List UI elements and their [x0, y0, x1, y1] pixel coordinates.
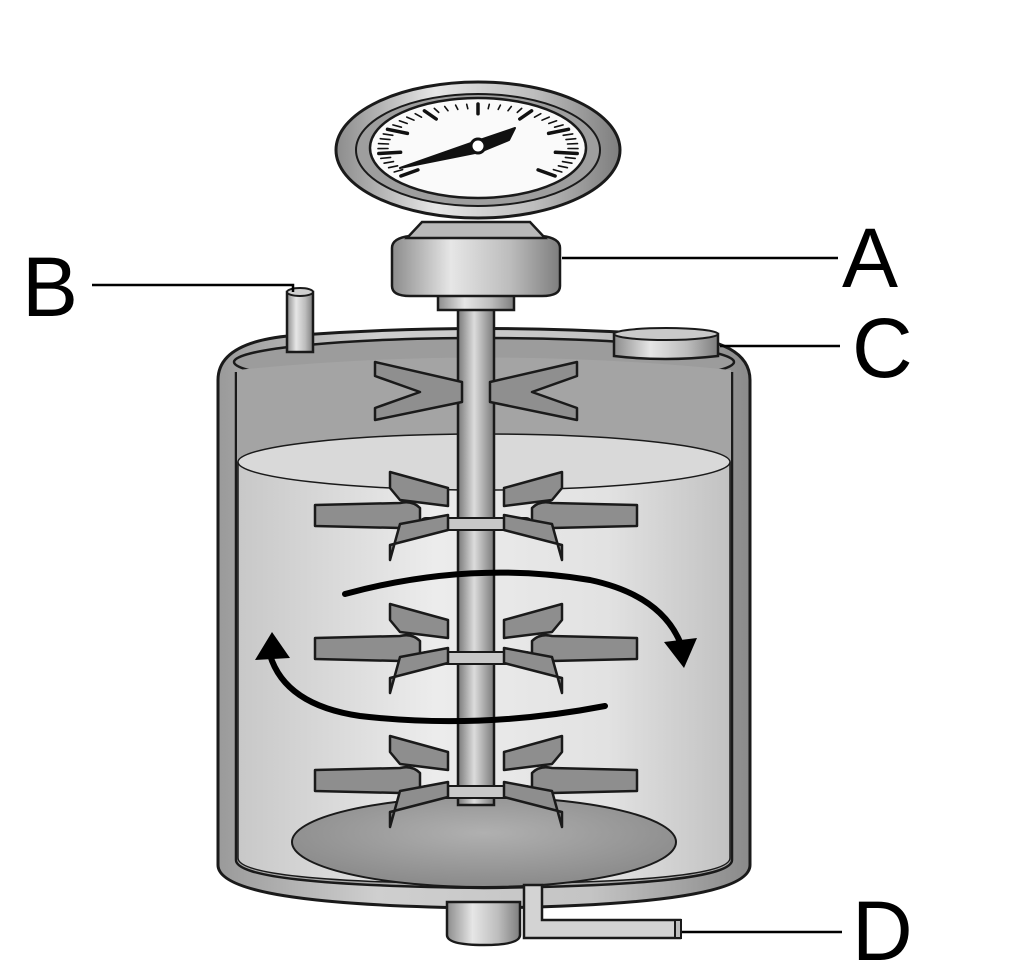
gauge-needle — [399, 127, 516, 169]
impeller-middle — [313, 602, 639, 695]
outlet-pipe-d — [522, 883, 682, 940]
gauge-tick — [385, 127, 410, 136]
gauge-tick — [414, 112, 423, 118]
gauge-tick — [565, 137, 577, 141]
gauge-tick — [379, 137, 391, 141]
gauge-tick — [557, 165, 569, 169]
pressure-gauge-icon — [334, 80, 622, 220]
gauge-tick — [541, 116, 551, 121]
leader-line-b — [92, 283, 295, 292]
gauge-tick — [443, 105, 449, 112]
bottom-drain-pipe — [445, 900, 522, 947]
gauge-tick — [487, 103, 491, 110]
gauge-tick — [553, 150, 579, 156]
gauge-tick — [564, 156, 577, 160]
gauge-tick — [465, 103, 469, 110]
gauge-tick — [387, 165, 399, 169]
gauge-tick — [497, 104, 502, 111]
rotation-arrow-icon — [255, 569, 697, 725]
label-a: A — [842, 211, 898, 305]
gauge-tick — [383, 160, 395, 164]
label-c: C — [852, 301, 913, 395]
gauge-tick — [553, 124, 564, 128]
label-d: D — [852, 884, 913, 975]
gauge-tick — [561, 160, 573, 164]
gauge-tick — [562, 133, 574, 137]
gauge-tick — [379, 156, 392, 160]
gauge-tick — [422, 109, 438, 121]
gauge-tick — [382, 133, 394, 137]
gauge-tick — [399, 168, 420, 178]
leader-lines — [92, 256, 842, 934]
label-b: B — [22, 240, 78, 334]
drive-housing — [390, 220, 562, 312]
gauge-tick — [536, 168, 557, 178]
gauge-tick — [518, 109, 534, 121]
gauge-tick — [392, 124, 403, 128]
gauge-tick — [433, 107, 440, 114]
port-c — [612, 327, 720, 361]
gauge-tick — [552, 168, 563, 173]
gauge-tick — [507, 105, 513, 112]
inlet-pipe-b — [285, 287, 315, 354]
gauge-tick — [393, 168, 404, 173]
gauge-tick — [405, 116, 415, 121]
bottom-disc — [291, 796, 677, 888]
top-baffle — [373, 360, 579, 422]
gauge-tick — [377, 150, 403, 156]
gauge-tick — [533, 112, 542, 118]
gauge-tick — [516, 107, 523, 114]
gauge-tick — [398, 120, 409, 125]
gauge-tick — [547, 120, 558, 125]
impeller-upper — [313, 470, 639, 562]
impeller-lower — [313, 734, 639, 829]
gauge-tick — [454, 104, 459, 111]
gauge-tick — [546, 127, 571, 136]
